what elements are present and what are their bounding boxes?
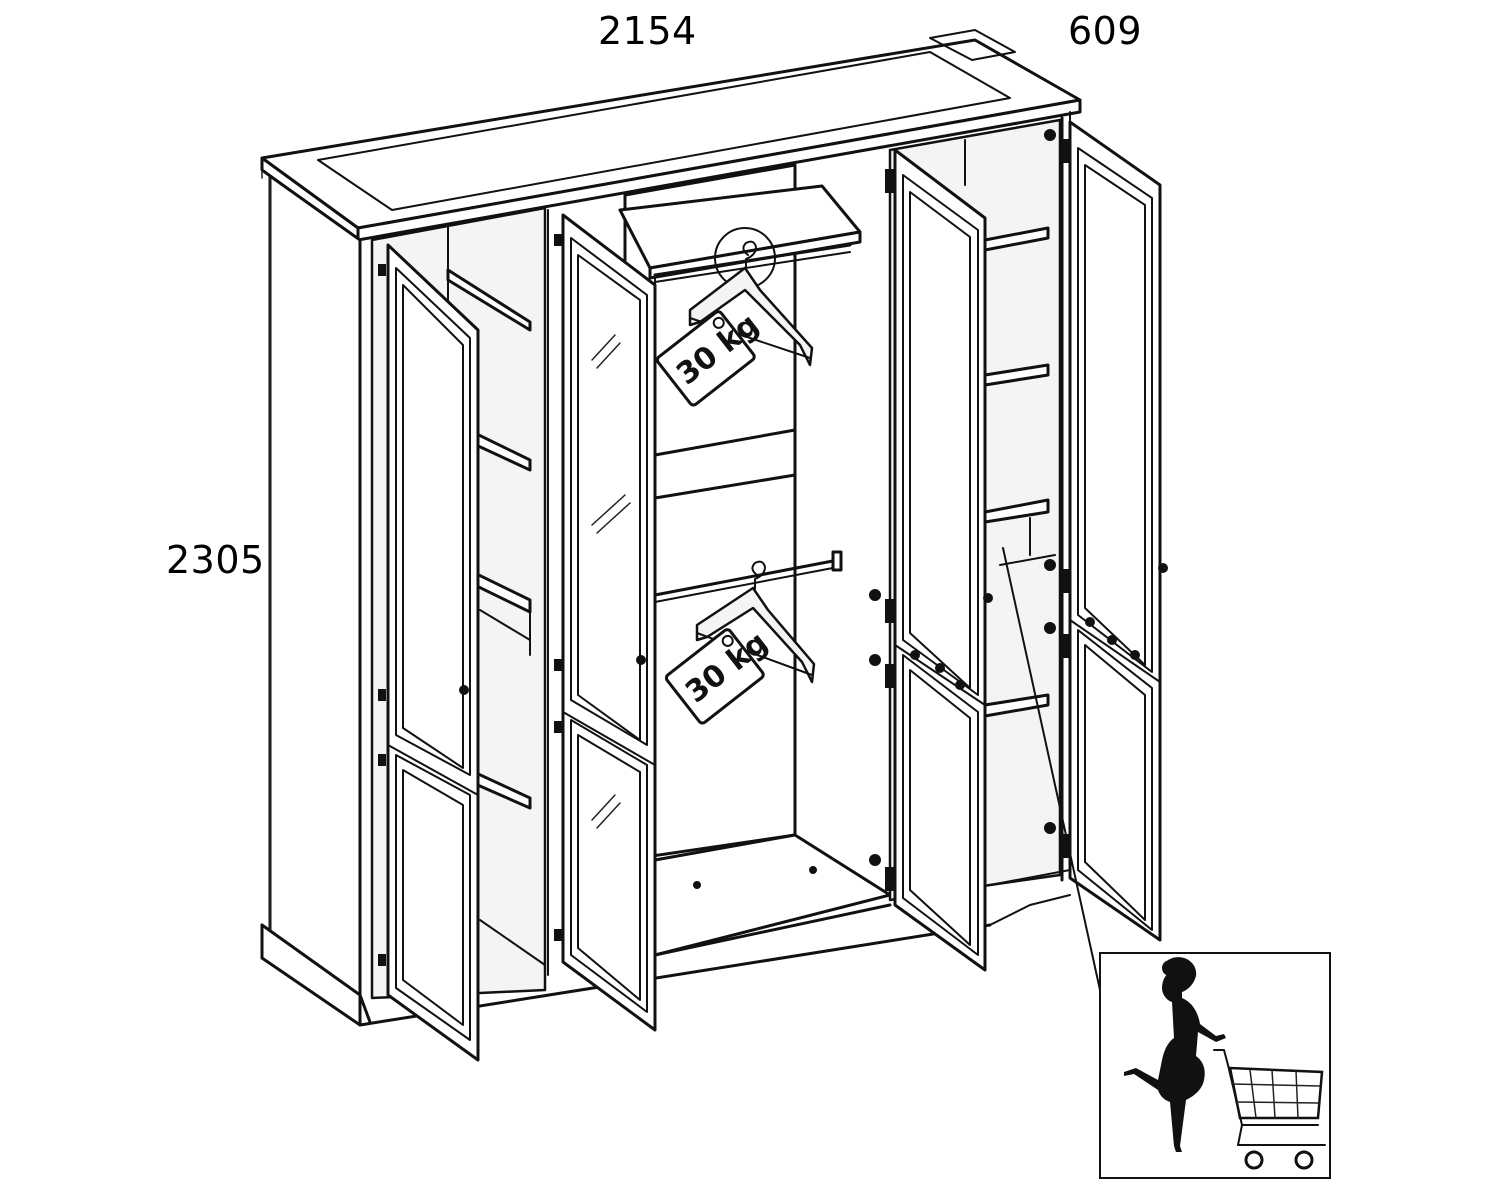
upper-hanging-rail xyxy=(653,227,852,289)
depth-dimension-label: 609 xyxy=(1068,9,1143,53)
door-right-outer xyxy=(1044,120,1168,942)
height-dimension-label: 2305 xyxy=(166,538,265,582)
wardrobe-base-plinth xyxy=(358,894,1071,1027)
door-center-glass xyxy=(554,213,657,1032)
woman-with-shopping-cart-icon xyxy=(1124,957,1326,1170)
width-dimension-label: 2154 xyxy=(598,9,697,53)
door-left-outer xyxy=(378,243,480,1062)
upper-load-tag: 30 kg xyxy=(655,307,765,407)
lower-hanging-rail xyxy=(653,550,843,603)
wardrobe-left-side-panel xyxy=(260,174,372,1027)
callout-leader-line xyxy=(1002,547,1101,991)
shopping-callout-box xyxy=(1099,952,1331,1179)
door-center-right-panel xyxy=(869,148,993,972)
